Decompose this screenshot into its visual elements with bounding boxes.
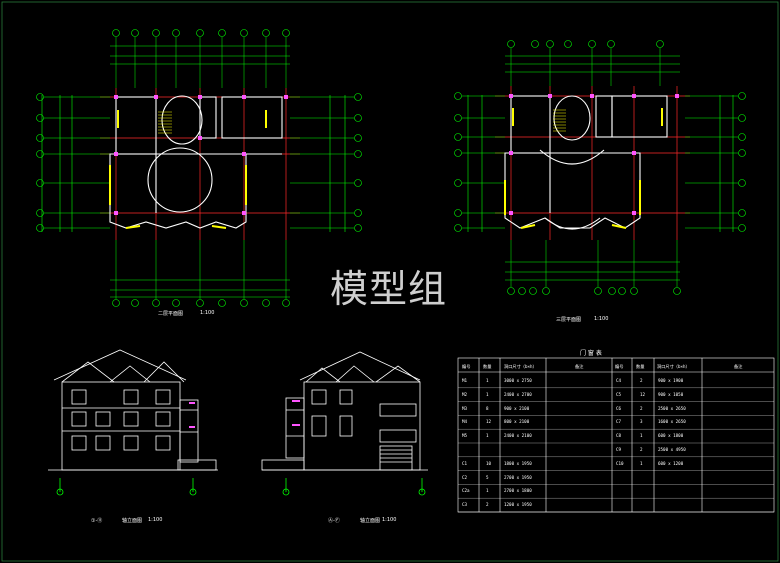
- table-cell: 2: [640, 378, 643, 383]
- table-cell: C7: [616, 419, 622, 425]
- table-cell: C9: [616, 447, 622, 452]
- table-cell: 3: [640, 419, 643, 425]
- table-cell: 12: [640, 391, 646, 397]
- front-elevation: [48, 349, 218, 496]
- table-cell: M5: [462, 433, 468, 439]
- elevation2-title: 轴立面图: [360, 518, 381, 524]
- table-cell: C8: [616, 433, 622, 439]
- table-cell: 12: [486, 419, 492, 425]
- table-header-size: 洞口尺寸（b×h）: [504, 364, 537, 369]
- table-cell: C2: [462, 474, 468, 480]
- table-cell: 1600 x 2650: [658, 419, 686, 425]
- table-cell: C2a: [462, 488, 470, 494]
- table-cell: 2700 x 1950: [504, 474, 532, 480]
- table-cell: 900 x 1900: [658, 378, 684, 383]
- table-cell: M2: [462, 391, 468, 397]
- table-cell: 2500 x 4950: [658, 447, 686, 452]
- side-elevation: [261, 351, 428, 496]
- door-window-table-rules: [458, 387, 774, 513]
- table-cell: 1: [486, 433, 489, 439]
- table-cell: 600 x 1200: [658, 460, 684, 466]
- plan2-title: 三层平面图: [556, 317, 582, 323]
- table-cell: 1: [486, 488, 489, 494]
- table-cell: 2: [640, 405, 643, 411]
- table-cell: 1: [640, 460, 643, 466]
- table-cell: 10: [486, 460, 492, 466]
- table-cell: C3: [462, 502, 468, 508]
- table-cell: 2: [486, 502, 489, 508]
- table-header-qty: 数量: [483, 364, 492, 369]
- third-floor-plan: [454, 40, 746, 295]
- table-cell: 2400 x 2100: [504, 433, 532, 439]
- table-cell: 600 x 1800: [658, 433, 684, 439]
- plan1-scale: 1:100: [200, 310, 215, 316]
- elevation2-scale: 1:100: [382, 517, 397, 523]
- table-cell: C4: [616, 378, 622, 383]
- table-header-qty-2: 数量: [636, 364, 645, 369]
- table-header-note: 备注: [575, 364, 584, 369]
- table-cell: 8: [486, 405, 489, 411]
- table-header-size-2: 洞口尺寸（b×h）: [657, 364, 690, 369]
- table-cell: C5: [616, 391, 622, 397]
- plan2-scale: 1:100: [594, 316, 609, 322]
- elevation1-tag: ①-⑪: [91, 518, 103, 524]
- table-cell: 900 x 2100: [504, 405, 530, 411]
- table-cell: 800 x 2100: [504, 419, 530, 425]
- table-cell: 1: [640, 433, 643, 439]
- table-cell: 3000 x 2750: [504, 378, 532, 383]
- table-cell: 1800 x 1950: [504, 460, 532, 466]
- table-cell: 900 x 1050: [658, 391, 684, 397]
- elevation1-title: 轴立面图: [122, 518, 143, 524]
- table-cell: 2700 x 1800: [504, 488, 532, 494]
- table-cell: M3: [462, 405, 468, 411]
- table-cell: 5: [486, 474, 489, 480]
- elevation2-tag: Ⓐ-Ⓕ: [328, 518, 340, 524]
- table-cell: 1200 x 1950: [504, 502, 532, 508]
- table-cell: M4: [462, 419, 468, 425]
- table-cell: 1: [486, 378, 489, 383]
- table-cell: C1: [462, 460, 468, 466]
- table-header-note-2: 备注: [734, 364, 743, 369]
- door-window-table-title: 门 窗 表: [580, 350, 602, 357]
- table-cell: 2500 x 2650: [658, 405, 686, 411]
- table-header-id-2: 编号: [615, 364, 624, 369]
- table-cell: 2400 x 2700: [504, 391, 532, 397]
- table-header-id: 编号: [462, 364, 471, 369]
- table-cell: M1: [462, 378, 468, 383]
- table-cell: C6: [616, 405, 622, 411]
- elevation1-scale: 1:100: [148, 517, 163, 523]
- watermark-text: 模型组: [330, 267, 448, 311]
- table-cell: 2: [640, 447, 643, 452]
- table-cell: 1: [486, 391, 489, 397]
- plan1-title: 二层平面图: [158, 311, 184, 317]
- second-floor-plan: [36, 29, 362, 307]
- table-cell: C10: [616, 460, 624, 466]
